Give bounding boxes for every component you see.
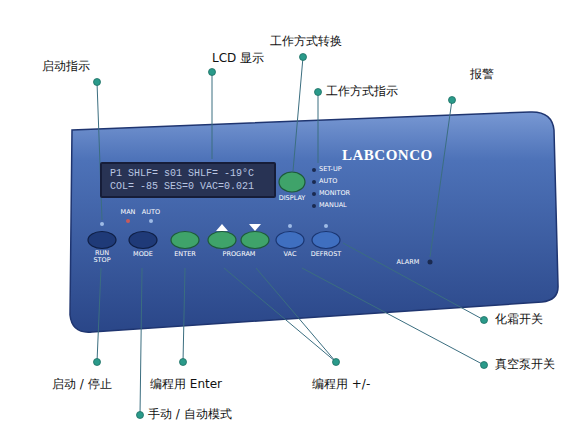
- brand-name: LABCONCO: [342, 147, 433, 164]
- auto-led: [149, 219, 153, 223]
- button-label: DEFROST: [311, 251, 342, 258]
- mode-led: [312, 204, 316, 208]
- leader-line: [256, 268, 336, 362]
- indicator-label: SET-UP: [319, 166, 342, 173]
- callout-label: 启动 / 停止: [52, 378, 112, 392]
- run-stop-button: [88, 232, 116, 249]
- man-led: [126, 219, 130, 223]
- indicator-label: MONITOR: [319, 190, 350, 197]
- program-down-button: [241, 232, 269, 249]
- callout-label: 工作方式转换: [270, 35, 342, 49]
- mode-led: [312, 192, 316, 196]
- alarm-led: [428, 260, 433, 265]
- callout-label: 报警: [470, 68, 494, 82]
- vac-button: [276, 232, 304, 249]
- callout-label: 真空泵开关: [495, 358, 555, 372]
- indicator-label: ALARM: [397, 259, 420, 266]
- leader-line: [343, 243, 484, 320]
- callout-label: LCD 显示: [212, 52, 264, 66]
- leader-line: [224, 268, 336, 362]
- leader-dot: [333, 359, 340, 366]
- leader-dot: [315, 89, 322, 96]
- leader-dot: [481, 362, 488, 369]
- leader-dot: [180, 359, 187, 366]
- vac-led: [288, 224, 292, 228]
- leader-line: [302, 268, 484, 365]
- callout-label: 化霜开关: [495, 313, 543, 327]
- leader-dot: [94, 359, 101, 366]
- lcd-readout: COL= -85 SES=0 VAC=0.021: [110, 180, 266, 193]
- button-label: MODE: [133, 251, 153, 258]
- panel-housing: [70, 112, 558, 332]
- indicator-label: MAN: [121, 209, 136, 216]
- callout-label: 手动 / 自动模式: [148, 408, 232, 422]
- leader-dot: [449, 97, 456, 104]
- control-panel: LABCONCO P1 SHLF= s01 SHLF= -19°CCOL= -85…: [62, 112, 562, 334]
- display-button: [279, 172, 305, 192]
- leader-line: [97, 268, 101, 362]
- enter-button: [171, 232, 199, 249]
- leader-dot: [94, 79, 101, 86]
- down-triangle: [249, 224, 261, 231]
- leader-dot: [481, 317, 488, 324]
- indicator-label: AUTO: [142, 209, 160, 216]
- lcd-display: P1 SHLF= s01 SHLF= -19°CCOL= -85 SES=0 V…: [100, 162, 276, 198]
- defrost-led: [324, 224, 328, 228]
- leader-line: [140, 268, 142, 415]
- leader-line: [212, 72, 213, 159]
- callout-label: 启动指示: [42, 60, 90, 74]
- callout-label: 编程用 Enter: [150, 378, 222, 392]
- callout-label: 工作方式指示: [326, 85, 398, 99]
- leader-dot: [137, 412, 144, 419]
- defrost-button: [312, 232, 340, 249]
- mode-button: [129, 232, 157, 249]
- leader-dot: [300, 54, 307, 61]
- button-label: VAC: [284, 251, 297, 258]
- leader-line: [183, 268, 185, 362]
- indicator-label: AUTO: [319, 178, 337, 185]
- program-up-button: [208, 232, 236, 249]
- mode-led: [312, 168, 316, 172]
- button-label: RUN STOP: [91, 250, 113, 264]
- run-led: [100, 222, 104, 226]
- leader-line: [318, 92, 319, 163]
- button-label: PROGRAM: [223, 251, 256, 258]
- leader-line: [97, 82, 102, 220]
- indicator-label: MANUAL: [319, 202, 347, 209]
- callout-label: 编程用 +/-: [312, 378, 370, 392]
- leader-dot: [209, 69, 216, 76]
- lcd-readout: P1 SHLF= s01 SHLF= -19°C: [110, 167, 266, 180]
- leader-line: [430, 100, 452, 257]
- button-label: DISPLAY: [279, 195, 306, 202]
- leader-line: [293, 57, 303, 171]
- up-triangle: [216, 224, 228, 231]
- button-label: ENTER: [174, 251, 196, 258]
- mode-led: [312, 180, 316, 184]
